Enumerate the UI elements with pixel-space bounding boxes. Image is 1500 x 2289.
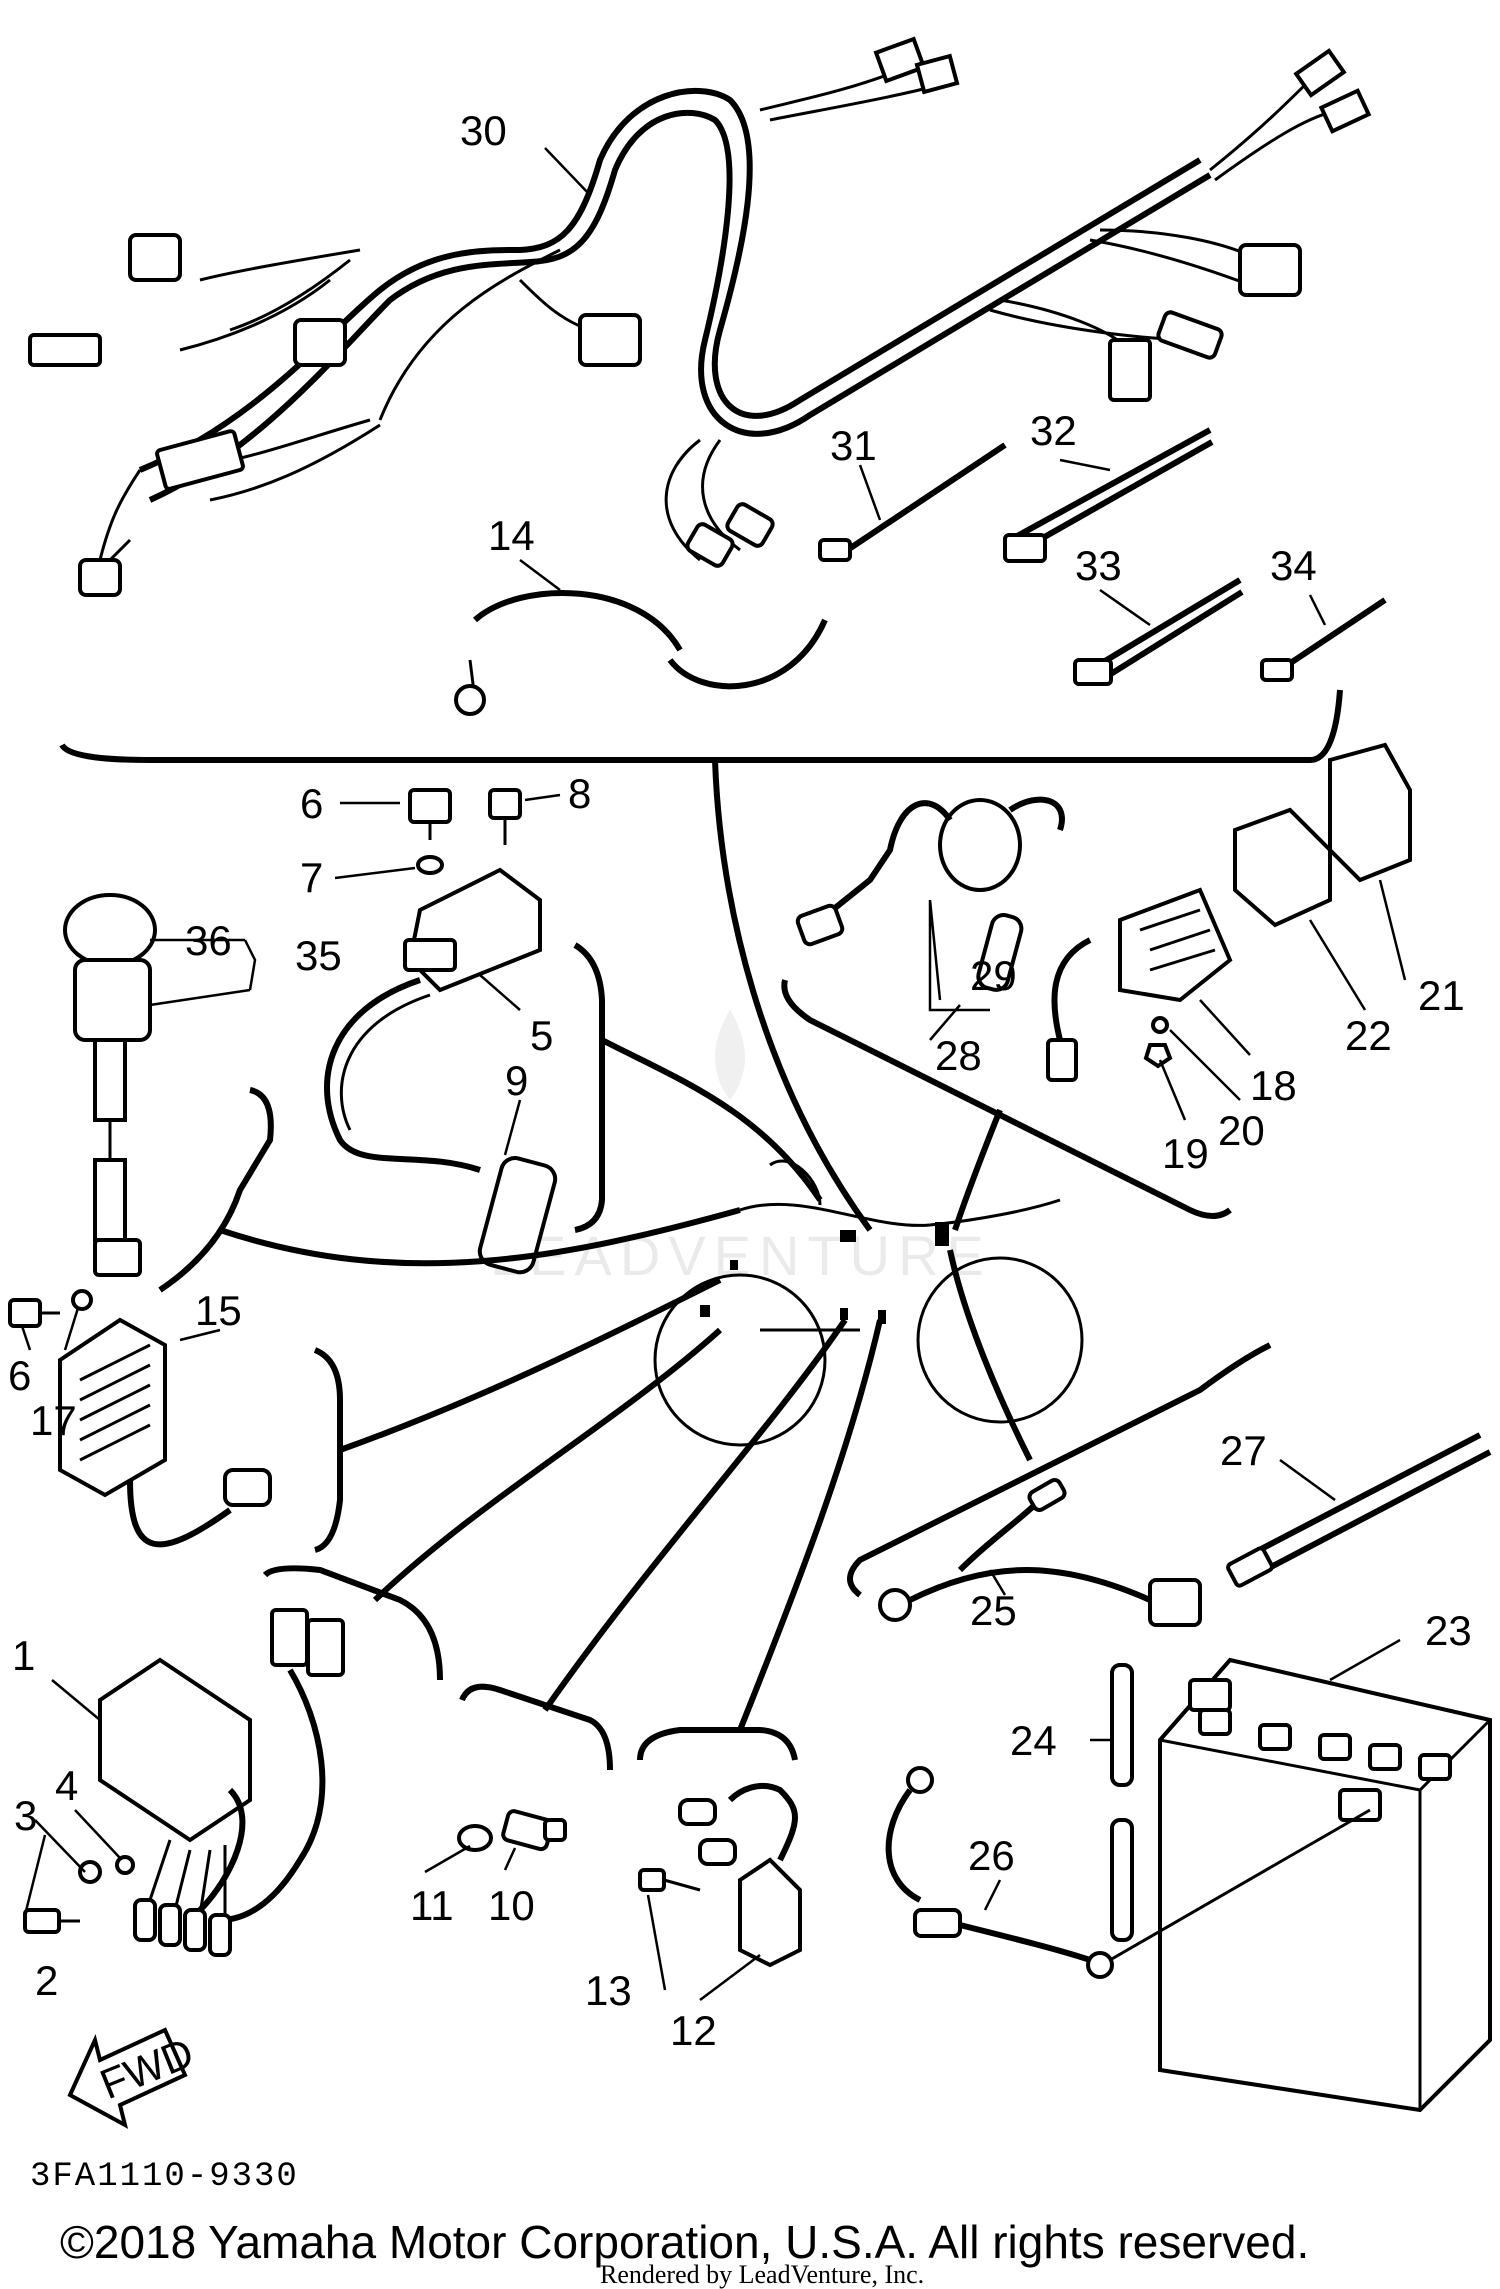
battery-cable-26 bbox=[885, 1766, 1371, 1979]
callout-6-top: 6 bbox=[300, 780, 323, 827]
callout-24: 24 bbox=[1010, 1717, 1057, 1764]
callout-11: 11 bbox=[410, 1882, 454, 1929]
band-31 bbox=[818, 442, 1007, 562]
cdi-bracket bbox=[262, 1565, 443, 1681]
callout-9: 9 bbox=[505, 1057, 528, 1104]
battery bbox=[1158, 1657, 1492, 2113]
breather-pipe-24 bbox=[1110, 1663, 1134, 1942]
relay-21 bbox=[1328, 742, 1412, 883]
callout-1: 1 bbox=[12, 1632, 35, 1679]
relay-22 bbox=[1233, 807, 1332, 928]
callout-23: 23 bbox=[1425, 1607, 1472, 1654]
callout-3: 3 bbox=[14, 1792, 37, 1839]
callout-22: 22 bbox=[1345, 1012, 1392, 1059]
callout-7: 7 bbox=[300, 854, 323, 901]
neutral-bracket bbox=[459, 1683, 613, 1771]
callout-32: 32 bbox=[1030, 407, 1077, 454]
callout-18: 18 bbox=[1250, 1062, 1297, 1109]
fuse-29 bbox=[976, 913, 1024, 992]
lead-wire-14 bbox=[454, 590, 828, 716]
leader-harness-to-bike bbox=[712, 759, 873, 1232]
callout-36: 36 bbox=[185, 917, 232, 964]
callout-17: 17 bbox=[30, 1397, 77, 1444]
callout-5: 5 bbox=[530, 1012, 553, 1059]
callout-21: 21 bbox=[1418, 972, 1465, 1019]
callout-33: 33 bbox=[1075, 542, 1122, 589]
starter-relay-group bbox=[1046, 887, 1233, 1082]
callout-14: 14 bbox=[488, 512, 535, 559]
callout-19: 19 bbox=[1162, 1130, 1209, 1177]
wire-harness bbox=[28, 36, 1372, 597]
rectifier-bracket bbox=[313, 1347, 343, 1553]
callout-20: 20 bbox=[1218, 1107, 1265, 1154]
cdi-unit bbox=[23, 1608, 345, 1957]
main-switch bbox=[63, 893, 157, 1277]
leader-coil-to-bike bbox=[600, 1037, 823, 1202]
callout-30: 30 bbox=[460, 107, 507, 154]
leader-neutral-to-bike bbox=[542, 1318, 848, 1712]
leader-relay-to-bike bbox=[952, 1108, 1003, 1231]
callout-29: 29 bbox=[970, 952, 1017, 999]
callout-4: 4 bbox=[55, 1762, 78, 1809]
leader-cdi-to-bike bbox=[372, 1327, 723, 1603]
callout-6-left: 6 bbox=[8, 1352, 31, 1399]
copyright-notice: ©2018 Yamaha Motor Corporation, U.S.A. A… bbox=[60, 2216, 1309, 2268]
watermark: LEADVENTURE bbox=[490, 1010, 992, 1287]
harness-group-bracket bbox=[59, 689, 1343, 763]
leader-battery-to-bike bbox=[947, 1249, 1033, 1462]
band-32 bbox=[1003, 427, 1214, 563]
callout-15: 15 bbox=[195, 1287, 242, 1334]
leader-switch-to-bike bbox=[219, 1207, 741, 1267]
callout-12: 12 bbox=[670, 2007, 717, 2054]
switch-bracket bbox=[158, 1087, 274, 1293]
fwd-arrow: FWD bbox=[67, 2027, 200, 2129]
callout-26: 26 bbox=[968, 1832, 1015, 1879]
callout-34: 34 bbox=[1270, 542, 1317, 589]
callout-10: 10 bbox=[488, 1882, 535, 1929]
callout-28: 28 bbox=[935, 1032, 982, 1079]
coil-bracket bbox=[573, 942, 605, 1233]
callout-31: 31 bbox=[830, 422, 877, 469]
rendered-by-notice: Rendered by LeadVenture, Inc. bbox=[600, 2260, 924, 2289]
vehicle-silhouette bbox=[653, 1159, 1084, 1447]
starter-cable-28 bbox=[795, 796, 1065, 947]
switch-12-bracket bbox=[637, 1727, 798, 1761]
callout-27: 27 bbox=[1220, 1427, 1267, 1474]
callout-leaders bbox=[20, 147, 1407, 2001]
leader-rectifier-to-bike bbox=[338, 1277, 722, 1453]
callout-2: 2 bbox=[35, 1957, 58, 2004]
battery-band-27 bbox=[1226, 1432, 1492, 1588]
band-34 bbox=[1260, 597, 1387, 682]
watermark-text: LEADVENTURE bbox=[490, 1224, 992, 1287]
diagram-code: 3FA1110-9330 bbox=[30, 2158, 299, 2196]
ignition-coil bbox=[324, 788, 558, 1275]
switch-12 bbox=[638, 1782, 802, 1968]
rectifier-regulator bbox=[8, 1289, 272, 1548]
callout-25: 25 bbox=[970, 1587, 1017, 1634]
callout-8: 8 bbox=[568, 770, 591, 817]
relay-bracket bbox=[781, 979, 1232, 1219]
battery-cable-25 bbox=[878, 1478, 1202, 1627]
leader-switch12-to-bike bbox=[737, 1319, 883, 1732]
callout-numbers: 30 31 32 33 34 14 6 8 7 5 9 36 35 15 6 1… bbox=[8, 107, 1472, 2054]
band-33 bbox=[1073, 577, 1244, 686]
callout-35: 35 bbox=[295, 932, 342, 979]
battery-cable-bracket bbox=[847, 1342, 1272, 1598]
neutral-switch bbox=[457, 1809, 567, 1852]
callout-13: 13 bbox=[585, 1967, 632, 2014]
